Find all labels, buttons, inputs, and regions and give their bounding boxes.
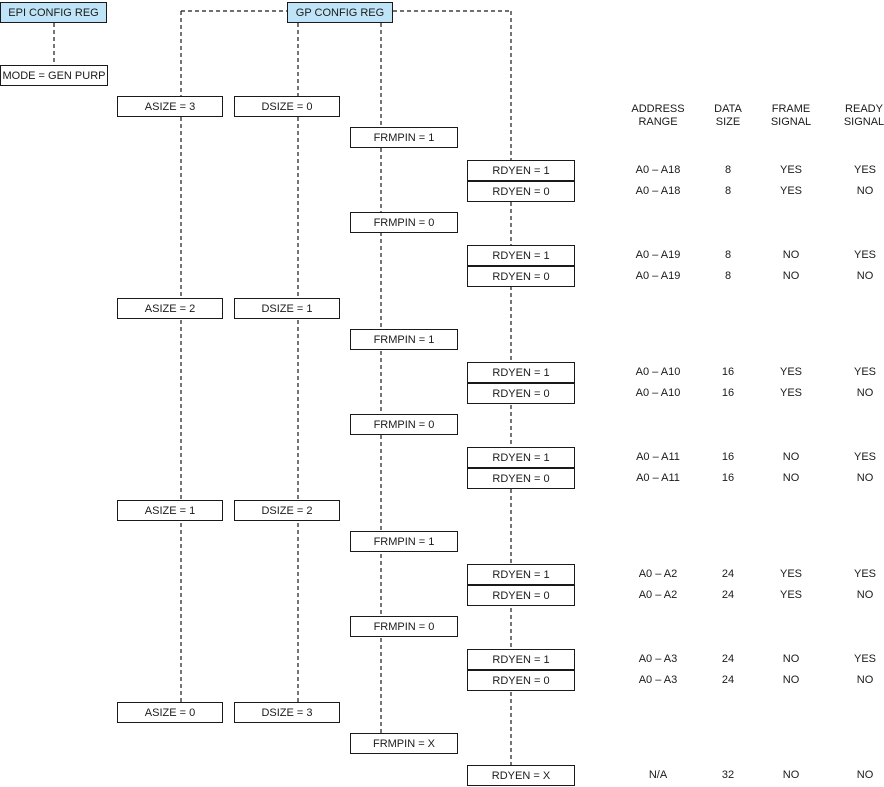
- rdyen-box: RDYEN = 1: [467, 245, 575, 266]
- dsize-box: DSIZE = 1: [234, 298, 340, 319]
- address-range-cell: A0 – A2: [638, 568, 678, 580]
- address-range-cell: A0 – A11: [636, 451, 680, 463]
- rdyen-box: RDYEN = 0: [467, 181, 575, 202]
- header-frame-signal: FRAME SIGNAL: [756, 103, 826, 129]
- ready-signal-cell: YES: [853, 164, 876, 176]
- header-data-line1: DATA: [714, 103, 742, 115]
- epi-config-reg: EPI CONFIG REG: [0, 2, 107, 23]
- frmpin-box: FRMPIN = X: [350, 733, 458, 754]
- address-range-cell: N/A: [648, 769, 668, 781]
- header-address-range: ADDRESS RANGE: [618, 103, 698, 129]
- data-size-cell: 16: [721, 366, 735, 378]
- mode-gen-purp: MODE = GEN PURP: [0, 65, 108, 86]
- data-size-cell: 8: [724, 164, 732, 176]
- data-size-cell: 24: [721, 568, 735, 580]
- ready-signal-cell: NO: [856, 769, 874, 781]
- rdyen-box: RDYEN = 0: [467, 670, 575, 691]
- ready-signal-cell: NO: [856, 589, 874, 601]
- address-range-cell: A0 – A3: [638, 674, 678, 686]
- header-data-line2: SIZE: [715, 116, 741, 128]
- data-size-cell: 8: [724, 249, 732, 261]
- header-ready-line1: READY: [845, 103, 883, 115]
- data-size-cell: 16: [721, 451, 735, 463]
- frmpin-box: FRMPIN = 1: [350, 329, 458, 350]
- header-ready-line2: SIGNAL: [843, 116, 884, 128]
- frmpin-box: FRMPIN = 1: [350, 127, 458, 148]
- asize-box: ASIZE = 0: [117, 702, 223, 723]
- rdyen-box: RDYEN = 0: [467, 383, 575, 404]
- rdyen-box: RDYEN = 0: [467, 468, 575, 489]
- frame-signal-cell: YES: [779, 185, 802, 197]
- header-ready-signal: READY SIGNAL: [836, 103, 884, 129]
- rdyen-box: RDYEN = 1: [467, 564, 575, 585]
- rdyen-box: RDYEN = 1: [467, 447, 575, 468]
- asize-box: ASIZE = 1: [117, 500, 223, 521]
- frmpin-box: FRMPIN = 1: [350, 531, 458, 552]
- frame-signal-cell: NO: [782, 653, 800, 665]
- rdyen-box: RDYEN = 1: [467, 649, 575, 670]
- data-size-cell: 16: [721, 387, 735, 399]
- address-range-cell: A0 – A19: [635, 249, 681, 261]
- ready-signal-cell: YES: [853, 653, 876, 665]
- address-range-cell: A0 – A3: [638, 653, 678, 665]
- frame-signal-cell: NO: [782, 249, 800, 261]
- data-size-cell: 16: [721, 472, 735, 484]
- address-range-cell: A0 – A18: [635, 164, 681, 176]
- ready-signal-cell: NO: [856, 270, 874, 282]
- frame-signal-cell: YES: [779, 366, 802, 378]
- ready-signal-cell: YES: [853, 451, 876, 463]
- dsize-box: DSIZE = 0: [234, 96, 340, 117]
- asize-box: ASIZE = 2: [117, 298, 223, 319]
- frame-signal-cell: NO: [782, 674, 800, 686]
- rdyen-box: RDYEN = 0: [467, 585, 575, 606]
- frame-signal-cell: NO: [782, 451, 800, 463]
- frame-signal-cell: NO: [782, 472, 800, 484]
- ready-signal-cell: NO: [856, 387, 874, 399]
- frmpin-box: FRMPIN = 0: [350, 414, 458, 435]
- gp-config-reg: GP CONFIG REG: [287, 2, 393, 23]
- ready-signal-cell: NO: [856, 472, 874, 484]
- address-range-cell: A0 – A18: [635, 185, 681, 197]
- ready-signal-cell: NO: [856, 185, 874, 197]
- address-range-cell: A0 – A2: [638, 589, 678, 601]
- data-size-cell: 24: [721, 674, 735, 686]
- data-size-cell: 32: [721, 769, 735, 781]
- frame-signal-cell: YES: [779, 387, 802, 399]
- data-size-cell: 8: [724, 185, 732, 197]
- frame-signal-cell: YES: [779, 589, 802, 601]
- rdyen-box: RDYEN = X: [467, 765, 575, 786]
- frame-signal-cell: NO: [782, 270, 800, 282]
- header-frame-line1: FRAME: [771, 103, 811, 115]
- address-range-cell: A0 – A10: [635, 366, 681, 378]
- dsize-box: DSIZE = 2: [234, 500, 340, 521]
- header-data-size: DATA SIZE: [698, 103, 758, 129]
- ready-signal-cell: YES: [853, 249, 876, 261]
- rdyen-box: RDYEN = 1: [467, 160, 575, 181]
- address-range-cell: A0 – A19: [635, 270, 681, 282]
- address-range-cell: A0 – A10: [635, 387, 681, 399]
- header-address-line1: ADDRESS: [631, 103, 685, 115]
- data-size-cell: 24: [721, 589, 735, 601]
- dsize-box: DSIZE = 3: [234, 702, 340, 723]
- ready-signal-cell: YES: [853, 568, 876, 580]
- frmpin-box: FRMPIN = 0: [350, 212, 458, 233]
- asize-box: ASIZE = 3: [117, 96, 223, 117]
- header-address-line2: RANGE: [638, 116, 678, 128]
- rdyen-box: RDYEN = 0: [467, 266, 575, 287]
- address-range-cell: A0 – A11: [636, 472, 680, 484]
- frame-signal-cell: YES: [779, 568, 802, 580]
- frame-signal-cell: YES: [779, 164, 802, 176]
- ready-signal-cell: NO: [856, 674, 874, 686]
- data-size-cell: 8: [724, 270, 732, 282]
- frame-signal-cell: NO: [782, 769, 800, 781]
- ready-signal-cell: YES: [853, 366, 876, 378]
- frmpin-box: FRMPIN = 0: [350, 616, 458, 637]
- rdyen-box: RDYEN = 1: [467, 362, 575, 383]
- header-frame-line2: SIGNAL: [770, 116, 812, 128]
- data-size-cell: 24: [721, 653, 735, 665]
